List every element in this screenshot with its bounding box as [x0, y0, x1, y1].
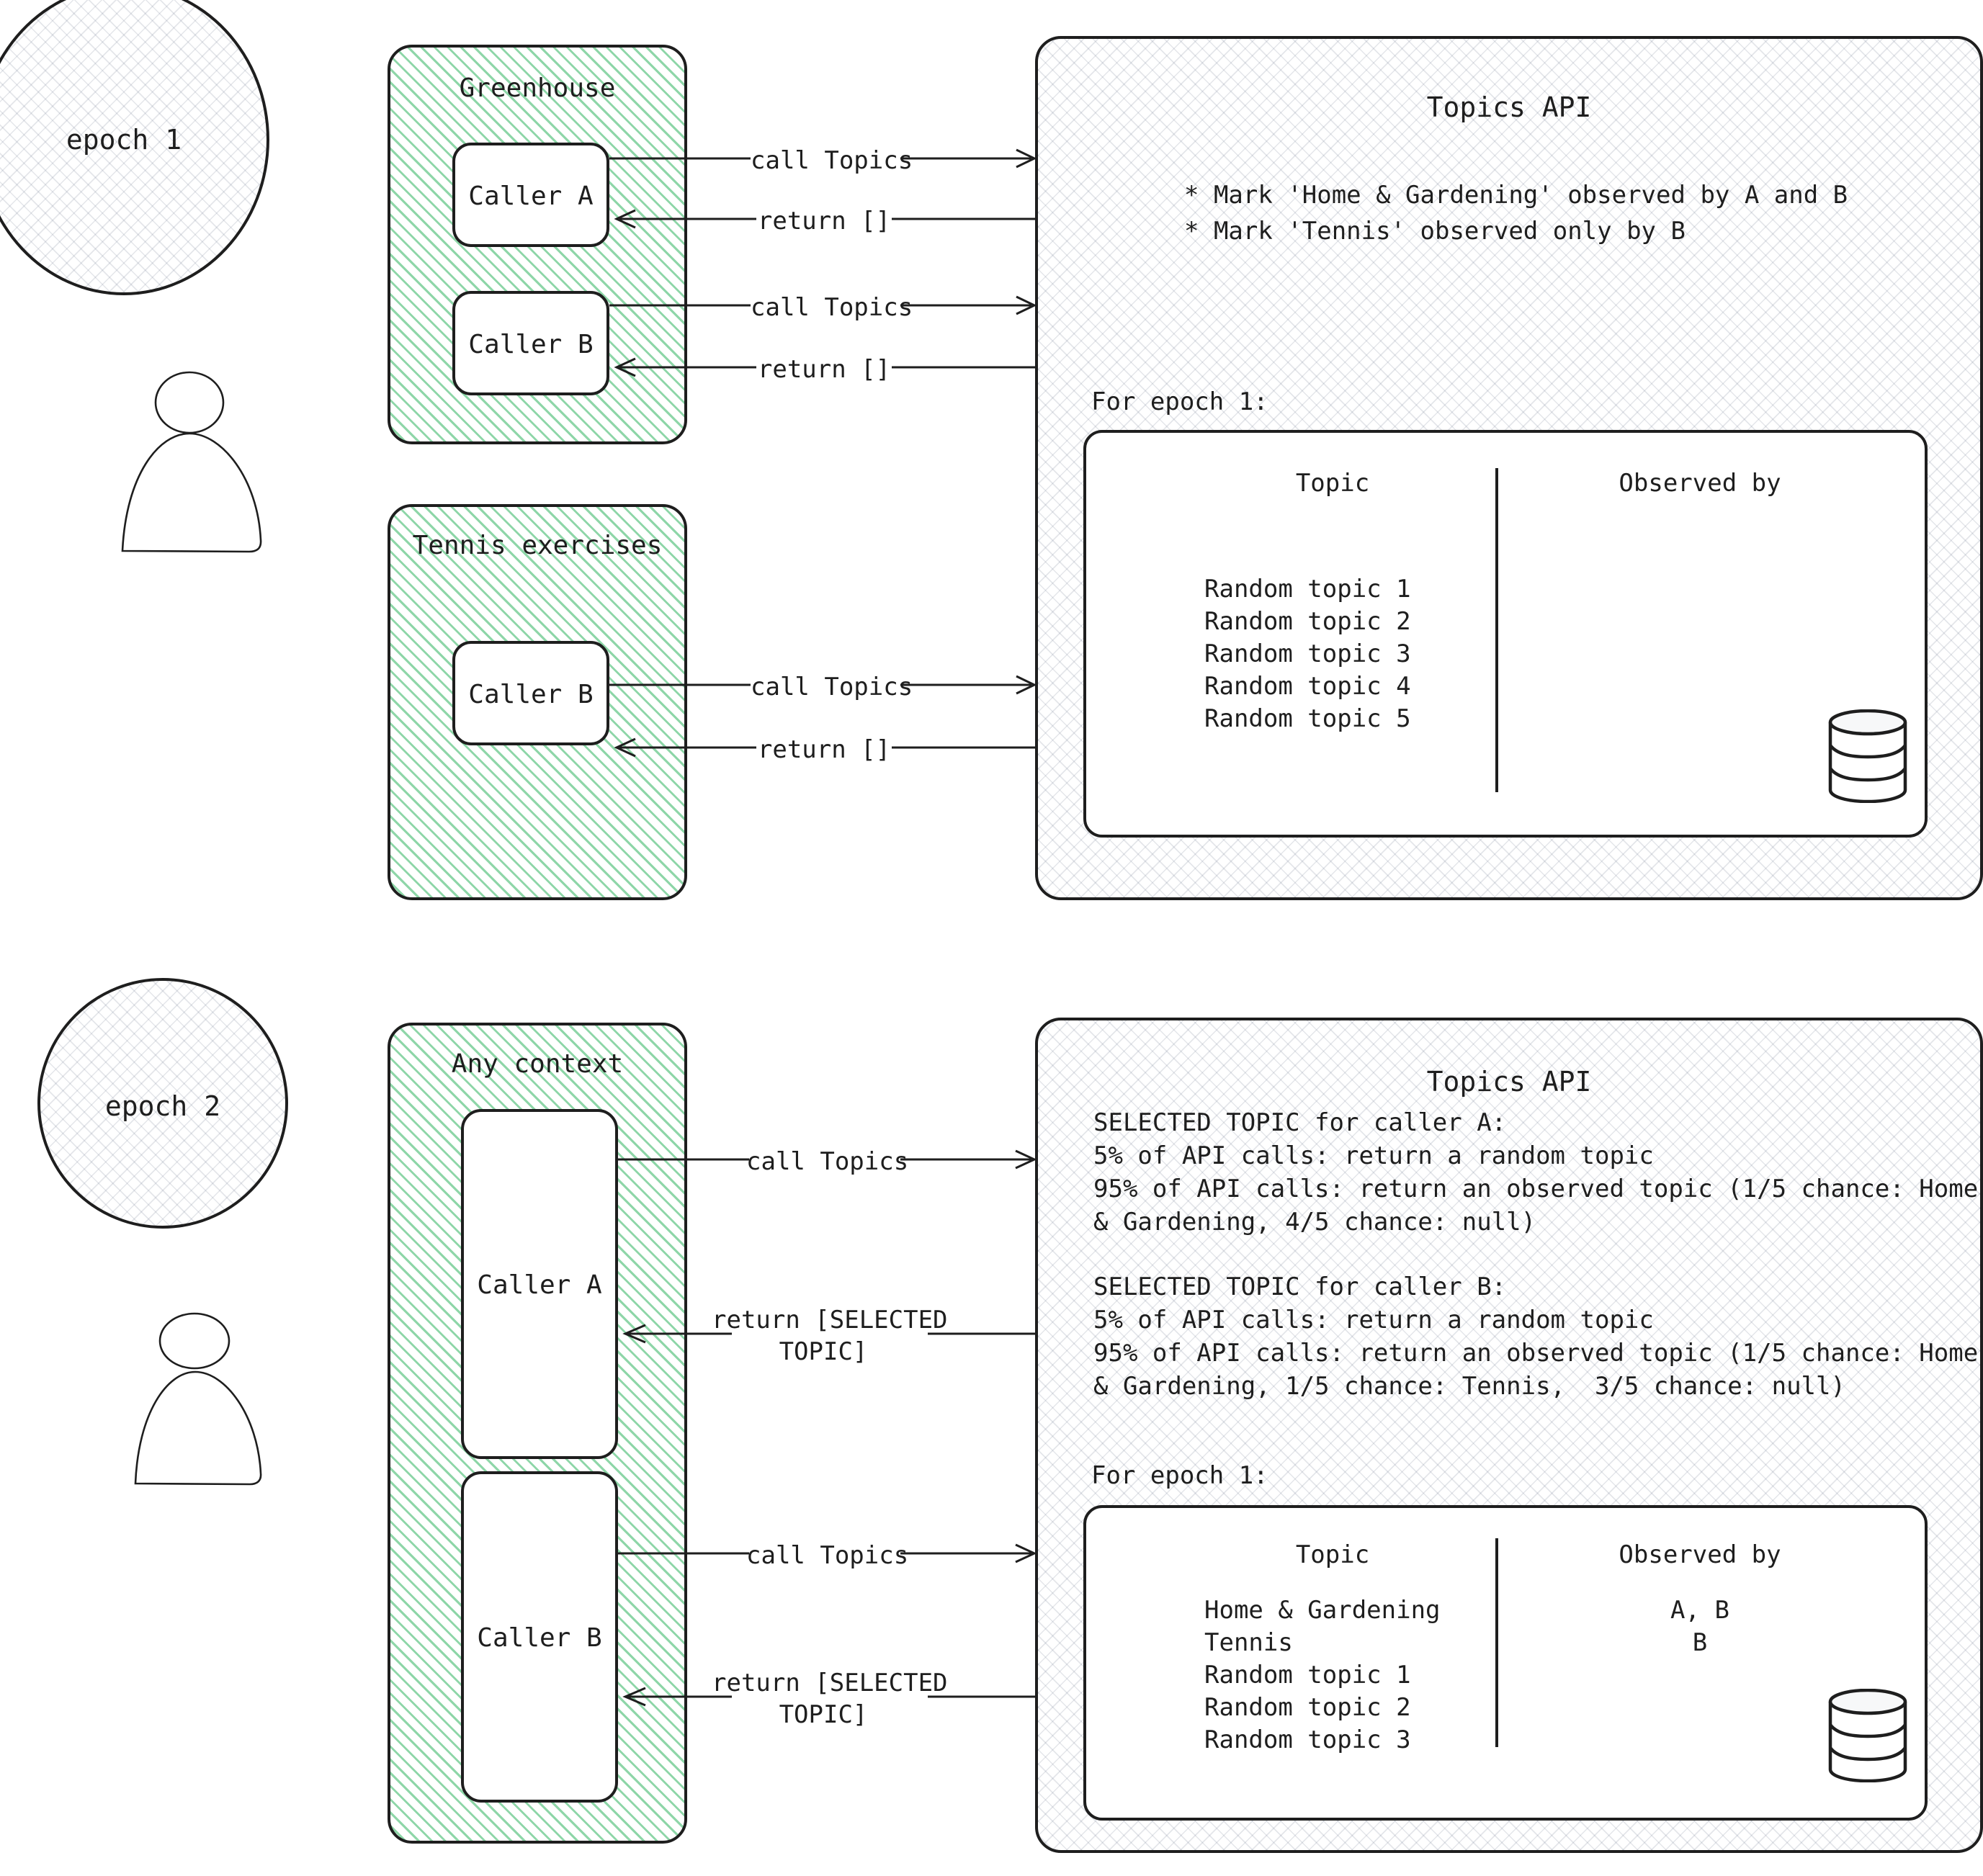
context-tennis-exercises-title: Tennis exercises	[412, 531, 663, 560]
table-row: Random topic 4	[1204, 672, 1411, 701]
caller-box-b-tennis-label: Caller B	[468, 680, 594, 709]
arrow-call-topics-a-any-context-label: call Topics	[746, 1147, 909, 1176]
table-row: Random topic 1	[1204, 1661, 1411, 1689]
arrow-return-b-greenhouse-label: return []	[757, 355, 891, 384]
table-row: Random topic 1	[1204, 575, 1411, 603]
context-any-context-title: Any context	[451, 1049, 624, 1079]
selected-topic-line-a-3: & Gardening, 4/5 chance: null)	[1093, 1208, 1536, 1237]
arrow-call-topics-a-greenhouse-label: call Topics	[751, 146, 913, 175]
topics-table-col-observed-epoch-1: Observed by	[1619, 469, 1781, 498]
arrow-call-topics-a-greenhouse	[609, 148, 1042, 169]
caller-box-a-greenhouse[interactable]	[452, 143, 609, 247]
arrow-return-b-any-context-label: return [SELECTED TOPIC]	[712, 1669, 948, 1729]
caller-box-a-greenhouse-label: Caller A	[468, 181, 594, 211]
selected-topic-line-b-3: & Gardening, 1/5 chance: Tennis, 3/5 cha…	[1093, 1372, 1845, 1401]
selected-topic-line-b-1: 5% of API calls: return a random topic	[1093, 1306, 1654, 1334]
table-cell-observed-by: A, B	[1670, 1596, 1729, 1625]
table-row: Random topic 5	[1204, 704, 1411, 733]
arrow-call-topics-b-any-context-label: call Topics	[746, 1541, 909, 1570]
topics-api-panel-epoch-1-title: Topics API	[1426, 91, 1592, 123]
topics-api-note-1: * Mark 'Home & Gardening' observed by A …	[1184, 181, 1848, 210]
user-figure-icon	[122, 1303, 281, 1505]
topics-api-panel-epoch-2-title: Topics API	[1426, 1066, 1592, 1098]
table-row: Tennis	[1204, 1628, 1293, 1657]
database-cylinder-icon	[1821, 709, 1915, 804]
topics-api-note-2: * Mark 'Tennis' observed only by B	[1184, 217, 1686, 246]
selected-topic-heading-a: SELECTED TOPIC for caller A:	[1093, 1108, 1507, 1137]
selected-topic-line-b-2: 95% of API calls: return an observed top…	[1093, 1339, 1979, 1368]
table-row: Random topic 2	[1204, 607, 1411, 636]
epoch-1-badge-label: epoch 1	[66, 124, 182, 156]
arrow-call-topics-b-tennis	[609, 675, 1042, 695]
arrow-return-a-greenhouse	[609, 209, 1042, 229]
topics-table-divider-epoch-1	[1495, 468, 1498, 792]
arrow-call-topics-b-tennis-label: call Topics	[751, 673, 913, 701]
arrow-return-b-tennis-label: return []	[757, 735, 891, 764]
table-cell-observed-by: B	[1692, 1628, 1708, 1657]
topics-table-col-topic-epoch-2: Topic	[1295, 1540, 1370, 1569]
table-row: Random topic 3	[1204, 639, 1411, 668]
caller-box-b-greenhouse[interactable]	[452, 291, 609, 395]
context-greenhouse-title: Greenhouse	[459, 73, 616, 103]
selected-topic-heading-b: SELECTED TOPIC for caller B:	[1093, 1273, 1507, 1301]
topics-api-epoch-caption-1: For epoch 1:	[1091, 387, 1268, 416]
arrow-return-b-greenhouse	[609, 357, 1042, 377]
arrow-return-a-any-context	[618, 1324, 1042, 1344]
arrow-return-a-any-context-label: return [SELECTED TOPIC]	[712, 1306, 948, 1366]
topics-api-epoch-caption-2: For epoch 1:	[1091, 1461, 1268, 1490]
epoch-2-badge-label: epoch 2	[104, 1090, 221, 1122]
user-figure-icon	[108, 360, 288, 576]
selected-topic-line-a-1: 5% of API calls: return a random topic	[1093, 1141, 1654, 1170]
table-row: Random topic 3	[1204, 1725, 1411, 1754]
arrow-return-a-greenhouse-label: return []	[757, 207, 891, 235]
caller-box-a-any-context-label: Caller A	[477, 1270, 602, 1300]
arrow-call-topics-b-greenhouse	[609, 295, 1042, 315]
selected-topic-line-a-2: 95% of API calls: return an observed top…	[1093, 1175, 1979, 1203]
topics-table-col-observed-epoch-2: Observed by	[1619, 1540, 1781, 1569]
arrow-call-topics-a-any-context	[618, 1149, 1042, 1170]
arrow-return-b-any-context	[618, 1687, 1042, 1707]
caller-box-b-greenhouse-label: Caller B	[468, 330, 594, 359]
table-row: Home & Gardening	[1204, 1596, 1441, 1625]
caller-box-b-any-context[interactable]	[461, 1471, 618, 1803]
table-row: Random topic 2	[1204, 1693, 1411, 1722]
arrow-call-topics-b-greenhouse-label: call Topics	[751, 293, 913, 322]
database-cylinder-icon	[1821, 1688, 1915, 1783]
arrow-call-topics-b-any-context	[618, 1543, 1042, 1563]
caller-box-b-any-context-label: Caller B	[477, 1623, 602, 1653]
topics-table-card-epoch-1	[1083, 430, 1928, 838]
topics-table-card-epoch-2	[1083, 1505, 1928, 1821]
topics-table-col-topic-epoch-1: Topic	[1295, 469, 1370, 498]
epoch-2-badge	[37, 978, 288, 1229]
caller-box-b-tennis[interactable]	[452, 641, 609, 745]
epoch-1-badge	[0, 0, 269, 295]
caller-box-a-any-context[interactable]	[461, 1109, 618, 1459]
topics-table-divider-epoch-2	[1495, 1538, 1498, 1747]
arrow-return-b-tennis	[609, 737, 1042, 758]
